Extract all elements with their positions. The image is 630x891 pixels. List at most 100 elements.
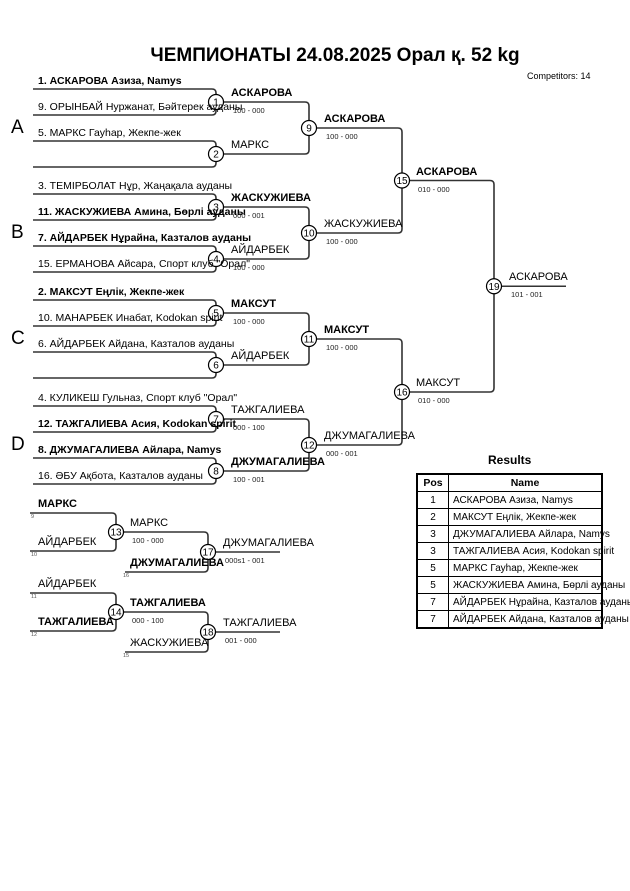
- match-number: 11: [304, 335, 315, 346]
- match-circle-m5: 5: [207, 304, 225, 322]
- match-circle-m9: 9: [300, 119, 318, 137]
- match-circle-m6: 6: [207, 356, 225, 374]
- repechage-entrant: АЙДАРБЕК: [38, 578, 97, 590]
- match-winner-m16: МАКСУТ: [416, 377, 461, 389]
- competitor-entry: 10. МАНАРБЕК Инабат, Kodokan spirit: [38, 312, 223, 324]
- r1-bracket-6: [33, 351, 217, 379]
- competitor-entry: 6. АЙДАРБЕК Айдана, Казталов ауданы: [38, 338, 235, 350]
- match-circle-m3: 3: [207, 198, 225, 216]
- match-winner-m5: МАКСУТ: [231, 298, 277, 310]
- repechage-entrant: МАРКС: [38, 498, 77, 510]
- competitor-entry: 5. МАРКС Гауһар, Жекпе-жек: [38, 127, 181, 139]
- match-circle-m2: 2: [207, 145, 225, 163]
- match-winner-m6: АЙДАРБЕК: [231, 350, 290, 362]
- match-winner-m10: ЖАСКУЖИЕВА: [324, 218, 403, 230]
- page-title: ЧЕМПИОНАТЫ 24.08.2025 Орал қ. 52 kg: [150, 45, 520, 66]
- match-score-m18: 001 - 000: [225, 636, 257, 645]
- match-circle-m17: 17: [199, 543, 217, 561]
- match-winner-m13: МАРКС: [130, 517, 169, 529]
- match-score-m15: 010 - 000: [418, 184, 450, 194]
- match-winner-m18: ТАЖГАЛИЕВА: [223, 617, 297, 629]
- match-score-m5: 100 - 000: [233, 317, 265, 326]
- result-position: 7: [416, 610, 449, 629]
- match-circle-m4: 4: [207, 250, 225, 268]
- result-name: ЖАСКУЖИЕВА Амина, Бөрлі ауданы: [448, 576, 625, 594]
- repechage-index: 15: [123, 653, 130, 659]
- repechage-index: 10: [31, 552, 38, 558]
- result-position: 7: [416, 593, 449, 611]
- match-number: 12: [303, 441, 315, 452]
- match-circle-m8: 8: [207, 462, 225, 480]
- repechage-entrant: ЖАСКУЖИЕВА: [130, 637, 209, 649]
- result-name: ТАЖГАЛИЕВА Асия, Kodokan spirit: [448, 542, 614, 560]
- match-score-m4: 100 - 000: [233, 263, 265, 272]
- match-winner-m4: АЙДАРБЕК: [231, 244, 290, 256]
- match-circle-m11: 11: [300, 330, 318, 348]
- match-score-m16: 010 - 000: [418, 396, 450, 405]
- competitor-entry: 8. ДЖУМАГАЛИЕВА Айлара, Namys: [38, 444, 222, 456]
- repechage-index: 16: [123, 573, 130, 579]
- match-number: 10: [303, 229, 315, 240]
- competitor-entry: 2. МАКСУТ Еңлік, Жекпе-жек: [38, 286, 185, 298]
- pool-label-a: A: [11, 117, 24, 138]
- match-circle-m7: 7: [207, 410, 225, 428]
- result-position: 3: [416, 542, 449, 560]
- match-winner-m14: ТАЖГАЛИЕВА: [130, 597, 206, 609]
- result-position: 5: [416, 576, 449, 594]
- match-winner-m8: ДЖУМАГАЛИЕВА: [231, 456, 325, 468]
- result-name: МАРКС Гауһар, Жекпе-жек: [448, 559, 603, 577]
- repechage-index: 9: [31, 514, 35, 520]
- match-score-m17: 000s1 - 001: [225, 556, 265, 565]
- competitor-entry: 9. ОРЫНБАЙ Нуржанат, Бәйтерек ауданы: [38, 101, 243, 113]
- match-number: 3: [213, 203, 219, 214]
- match-score-m14: 000 - 100: [132, 616, 164, 625]
- repechage-entrant: ТАЖГАЛИЕВА: [38, 616, 114, 628]
- match-circle-m19: 19: [485, 278, 503, 295]
- result-name: МАКСУТ Еңлік, Жекпе-жек: [448, 508, 603, 526]
- match-number: 6: [213, 361, 219, 372]
- match-circle-m13: 13: [107, 523, 125, 541]
- competitor-entry: 12. ТАЖГАЛИЕВА Асия, Kodokan spirit: [38, 418, 237, 430]
- match-circle-m10: 10: [300, 224, 318, 242]
- result-name: АЙДАРБЕК Айдана, Казталов ауданы: [448, 610, 629, 629]
- repechage-index: 12: [31, 632, 38, 638]
- match-score-m3: 000 - 001: [233, 211, 265, 220]
- match-circle-m14: 14: [107, 603, 125, 621]
- results-header-row: Pos Name: [416, 473, 603, 492]
- match-number: 5: [213, 309, 219, 320]
- match-score-m10: 100 - 000: [326, 237, 358, 246]
- match-number: 9: [306, 124, 312, 135]
- match-winner-m3: ЖАСКУЖИЕВА: [231, 192, 311, 204]
- match-number: 7: [213, 415, 219, 426]
- match-score-m13: 100 - 000: [132, 536, 164, 545]
- result-position: 5: [416, 559, 449, 577]
- repechage-entrant: АЙДАРБЕК: [38, 536, 97, 548]
- match-winner-m9: АСКАРОВА: [324, 113, 386, 125]
- pool-label-b: B: [11, 222, 24, 243]
- result-name: АЙДАРБЕК Нұрайна, Казталов ауданы: [448, 593, 630, 611]
- repechage-index: 11: [31, 594, 37, 600]
- r1-bracket-2: [33, 140, 217, 168]
- match-score-m8: 100 - 001: [233, 475, 265, 484]
- match-score-m11: 100 - 000: [326, 343, 358, 352]
- result-position: 3: [416, 525, 449, 543]
- match-number: 14: [110, 608, 122, 619]
- match-score-m7: 000 - 100: [233, 423, 265, 432]
- result-name: ДЖУМАГАЛИЕВА Айлара, Namys: [448, 525, 610, 543]
- match-number: 13: [110, 528, 122, 539]
- match-winner-m12: ДЖУМАГАЛИЕВА: [324, 430, 415, 442]
- match-circle-m15: 15: [393, 172, 411, 189]
- competitor-entry: 1. АСКАРОВА Азиза, Namys: [38, 75, 182, 87]
- match-winner-m2: МАРКС: [231, 139, 270, 151]
- match-number: 8: [213, 467, 219, 478]
- match-winner-m17: ДЖУМАГАЛИЕВА: [223, 537, 314, 549]
- competitor-entry: 11. ЖАСКУЖИЕВА Амина, Бөрлі ауданы: [38, 206, 246, 218]
